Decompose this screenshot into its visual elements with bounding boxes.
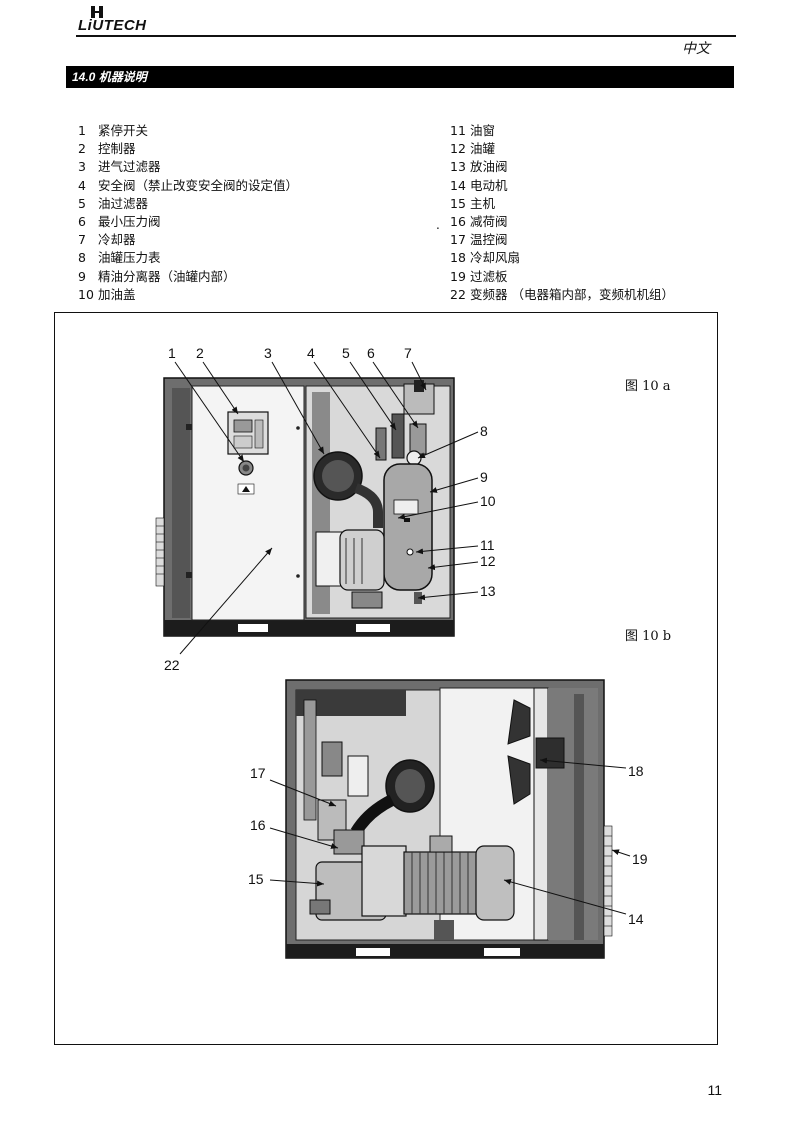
callout-a-12: 12 [480, 553, 496, 569]
legend-item-label: 冷却风扇 [469, 250, 520, 266]
legend-item-label: 加油盖 [97, 286, 136, 302]
legend-item-number: 11 [450, 123, 466, 138]
legend-item-label: 控制器 [97, 141, 136, 157]
legend-item: 12 油罐 [450, 140, 674, 158]
callout-b-16: 16 [250, 817, 266, 833]
legend-item: 16 减荷阀 [450, 213, 674, 231]
compressor-side-view [285, 679, 613, 959]
legend-item: 9 精油分离器（油罐内部） [78, 268, 298, 286]
legend-item-label: 安全阀（禁止改变安全阀的设定值） [97, 177, 298, 193]
legend-item: 19 过滤板 [450, 268, 674, 286]
legend-item-number: 16 [450, 214, 466, 230]
leader-lines-b [269, 757, 631, 915]
legend-item-label: 电动机 [469, 177, 508, 193]
legend-item: 11 油窗 [450, 122, 674, 140]
legend-item-number: 19 [450, 268, 466, 284]
figure-caption-b: 图 10 b [625, 629, 672, 644]
legend-item: 3 进气过滤器 [78, 158, 298, 176]
legend-item-label: 进气过滤器 [97, 159, 161, 175]
callout-a-10: 10 [480, 493, 496, 509]
callout-a-9: 9 [480, 469, 488, 485]
legend-item: 4 安全阀（禁止改变安全阀的设定值） [78, 177, 298, 195]
legend-item: 17 温控阀 [450, 231, 674, 249]
legend-item-label: 主机 [469, 195, 495, 211]
legend-item: 8 油罐压力表 [78, 249, 298, 267]
legend-item-number: 8 [78, 250, 86, 266]
legend-item-label: 油罐 [469, 141, 495, 157]
callout-a-6: 6 [367, 345, 375, 361]
legend-item: 13 放油阀 [450, 158, 674, 176]
callout-b-17: 17 [250, 765, 266, 781]
legend-item: 1 紧停开关 [78, 122, 298, 140]
figure-frame: 图 10 a 图 10 b [54, 312, 718, 1045]
legend-item-number: 10 [78, 286, 94, 302]
legend-item-label: 过滤板 [469, 268, 508, 284]
legend-item-number: 7 [78, 232, 86, 248]
legend-item-number: 22 [450, 286, 466, 302]
legend-item-number: 18 [450, 250, 466, 266]
legend-item-label: 放油阀 [469, 159, 508, 175]
logo-mark-icon [91, 6, 103, 18]
legend-item-number: 5 [78, 195, 86, 211]
figure-caption-a: 图 10 a [625, 379, 671, 394]
legend-item-number: 1 [78, 123, 86, 138]
callout-a-2: 2 [196, 345, 204, 361]
legend-item: 14 电动机 [450, 177, 674, 195]
legend-item: 10 加油盖 [78, 286, 298, 304]
legend-item-number: 3 [78, 159, 86, 175]
legend-item-label: 油窗 [469, 123, 495, 138]
callout-a-3: 3 [264, 345, 272, 361]
callout-a-13: 13 [480, 583, 496, 599]
callout-b-15: 15 [248, 871, 264, 887]
legend-item: 22 变频器 （电器箱内部，变频机机组） [450, 286, 674, 304]
legend-item-label: 最小压力阀 [97, 214, 161, 230]
callout-a-8: 8 [480, 423, 488, 439]
legend-item-label: 精油分离器（油罐内部） [97, 268, 236, 284]
legend-item-number: 13 [450, 159, 466, 175]
legend-item-label: 减荷阀 [469, 214, 508, 230]
callout-b-14: 14 [628, 911, 644, 927]
compressor-front-view [155, 377, 455, 637]
legend-item: 18 冷却风扇 [450, 249, 674, 267]
legend-item: 7 冷却器 [78, 231, 298, 249]
callout-b-19: 19 [632, 851, 648, 867]
callout-a-11: 11 [480, 537, 495, 553]
section-title: 14.0 机器说明 [66, 66, 734, 88]
leader-lines-a [174, 361, 479, 655]
callout-b-18: 18 [628, 763, 644, 779]
legend-item-number: 4 [78, 177, 86, 193]
legend-item-label: 冷却器 [97, 232, 136, 248]
brand-logo: LiUTECH [78, 6, 168, 34]
legend-item-label: 温控阀 [469, 232, 508, 248]
legend-item: 6 最小压力阀 [78, 213, 298, 231]
legend-item: 2 控制器 [78, 140, 298, 158]
callout-a-7: 7 [404, 345, 412, 361]
callout-a-5: 5 [342, 345, 350, 361]
legend-item-label: 油过滤器 [97, 195, 148, 211]
header-rule [76, 35, 736, 37]
legend-item-number: 17 [450, 232, 466, 248]
callout-a-1: 1 [168, 345, 176, 361]
language-label: 中文 [682, 41, 710, 57]
legend-item-label: 油罐压力表 [97, 250, 161, 266]
legend-item-number: 6 [78, 214, 86, 230]
callout-a-22: 22 [164, 657, 180, 673]
brand-name: LiUTECH [78, 17, 147, 34]
legend-item: 5 油过滤器 [78, 195, 298, 213]
legend-item-number: 12 [450, 141, 466, 157]
legend-item-number: 2 [78, 141, 86, 157]
page-number: 11 [707, 1082, 722, 1098]
legend-item-number: 9 [78, 268, 86, 284]
legend-item-label: 变频器 （电器箱内部，变频机机组） [469, 286, 674, 302]
legend-item-number: 15 [450, 195, 466, 211]
stray-mark: . [436, 218, 440, 232]
legend-item-label: 紧停开关 [97, 123, 148, 138]
legend-item-number: 14 [450, 177, 466, 193]
callout-a-4: 4 [307, 345, 315, 361]
legend-item: 15 主机 [450, 195, 674, 213]
